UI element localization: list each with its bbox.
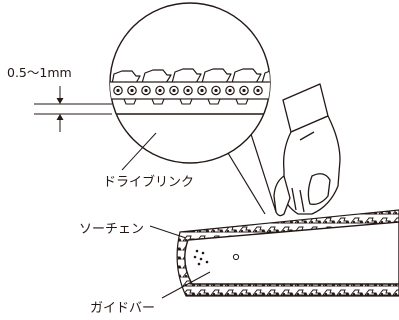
gap-lower-arrowhead (56, 114, 64, 120)
gap-dimension (34, 86, 112, 132)
guide-bar-label: ガイドバー (90, 301, 155, 316)
gap-label: 0.5〜1mm (7, 65, 72, 80)
saw-chain-label: ソーチェン (79, 222, 144, 237)
magnified-chain (110, 68, 270, 115)
magnifier-connectors (227, 133, 277, 215)
drive-link-label: ドライブリンク (103, 174, 194, 190)
gloved-hand (273, 83, 341, 217)
drive-link-leader (121, 132, 157, 171)
guide-bar-assembly (176, 209, 399, 297)
saw-chain-leader (149, 225, 187, 239)
bar-rivet-hole (232, 253, 240, 261)
guide-bar-leader (161, 271, 211, 299)
guide-bar-body (184, 221, 399, 285)
gap-upper-arrowhead (56, 98, 64, 104)
leader-lines (121, 132, 211, 299)
magnifier (109, 2, 271, 164)
bar-nose-holes (193, 249, 209, 266)
